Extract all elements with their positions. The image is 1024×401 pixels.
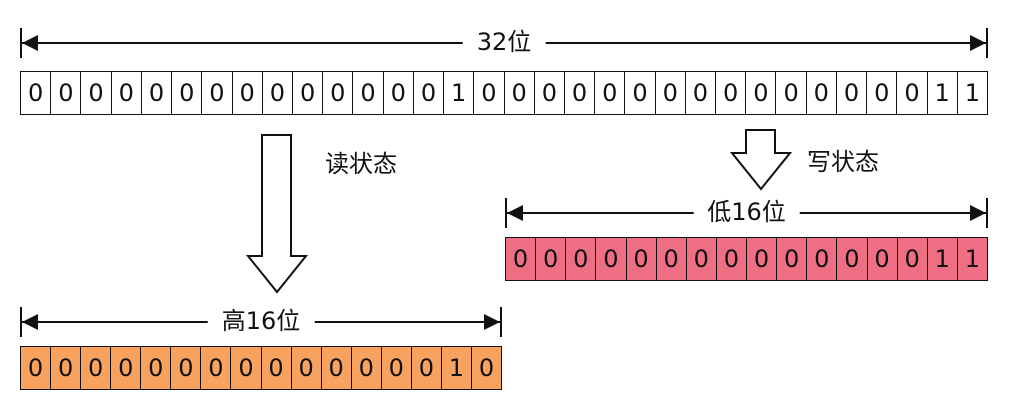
bit-cell: 0 [111,347,142,389]
register32-width-label: 32位 [462,26,546,58]
bit-cell: 0 [384,72,414,114]
bit-cell: 0 [353,72,384,114]
bit-cell: 0 [897,72,928,114]
bit-cell: 0 [478,354,495,382]
bit-cell: 0 [747,238,778,280]
bit-cell: 0 [201,347,232,389]
bit-cell: 0 [352,347,382,389]
bit-cell: 0 [474,72,505,114]
bit-cell: 0 [323,72,354,114]
bit-cell: 0 [51,347,82,389]
bit-cell: 1 [444,72,475,114]
bit-cell: 0 [21,347,52,389]
bit-cell: 0 [535,72,565,114]
dimension-low16: 低16位 [505,196,988,228]
bit-cell: 0 [625,72,656,114]
bit-cell: 0 [141,347,172,389]
bit-cell: 1 [928,72,958,114]
bit-cell: 0 [292,347,322,389]
bit-cell: 0 [687,238,717,280]
arrowhead-left-icon [507,205,523,221]
bit-cell: 0 [231,347,262,389]
write-down-arrow-icon [730,129,792,191]
read-down-arrow-icon [246,134,308,294]
bit-cell: 1 [964,245,981,273]
read-status-label: 读状态 [325,150,397,178]
bit-cell: 0 [627,238,657,280]
bit-cell: 0 [657,238,687,280]
bit-cell: 0 [898,238,928,280]
bit-cell: 0 [263,72,293,114]
bit-cell: 0 [746,72,777,114]
bit-cell: 0 [382,347,412,389]
write-status-label: 写状态 [807,148,879,176]
bit-cell: 0 [776,72,807,114]
bit-cell: 0 [233,72,263,114]
bit-cell: 0 [262,347,292,389]
bit-cell: 0 [867,72,898,114]
bit-cell: 0 [202,72,233,114]
bit-cell: 0 [293,72,324,114]
bit-cell: 0 [596,238,627,280]
bit-cell: 0 [807,238,838,280]
bit-cell: 0 [506,238,537,280]
bit-cell: 0 [322,347,352,389]
bit-cell: 0 [837,238,868,280]
bit-cell: 0 [171,347,202,389]
bit-cell: 0 [172,72,203,114]
bit-cell: 1 [964,79,981,107]
bit-cell: 0 [51,72,82,114]
bit-cell: 1 [928,238,958,280]
bit-cell: 0 [414,72,445,114]
bit-cell: 0 [81,72,112,114]
bit-cell: 0 [686,72,717,114]
bit-cell: 0 [412,347,442,389]
bit-cell: 0 [777,238,808,280]
arrowhead-left-icon [22,35,38,51]
bit-cell: 0 [565,72,596,114]
bit-cell: 0 [868,238,898,280]
arrowhead-right-icon [484,314,500,330]
dimension-32bit: 32位 [20,26,988,58]
bit-cell: 0 [536,238,567,280]
bit-cell: 0 [807,72,837,114]
bit-cell: 0 [717,238,747,280]
bit-cell: 0 [81,347,112,389]
bit-cell: 0 [837,72,868,114]
arrowhead-right-icon [970,35,986,51]
bit-cell: 0 [112,72,142,114]
arrowhead-left-icon [22,314,38,330]
arrowhead-right-icon [970,205,986,221]
bit-cell: 0 [716,72,747,114]
bit-cell: 1 [442,347,472,389]
bit-cell: 0 [21,72,52,114]
bit-cell: 0 [595,72,626,114]
dimension-high16: 高16位 [20,305,502,337]
bit-cell: 0 [566,238,597,280]
bit-cell: 0 [505,72,535,114]
high16-width-label: 高16位 [207,305,315,337]
bit-cell: 0 [142,72,173,114]
low16-width-label: 低16位 [693,196,800,228]
bit-cell: 0 [656,72,686,114]
